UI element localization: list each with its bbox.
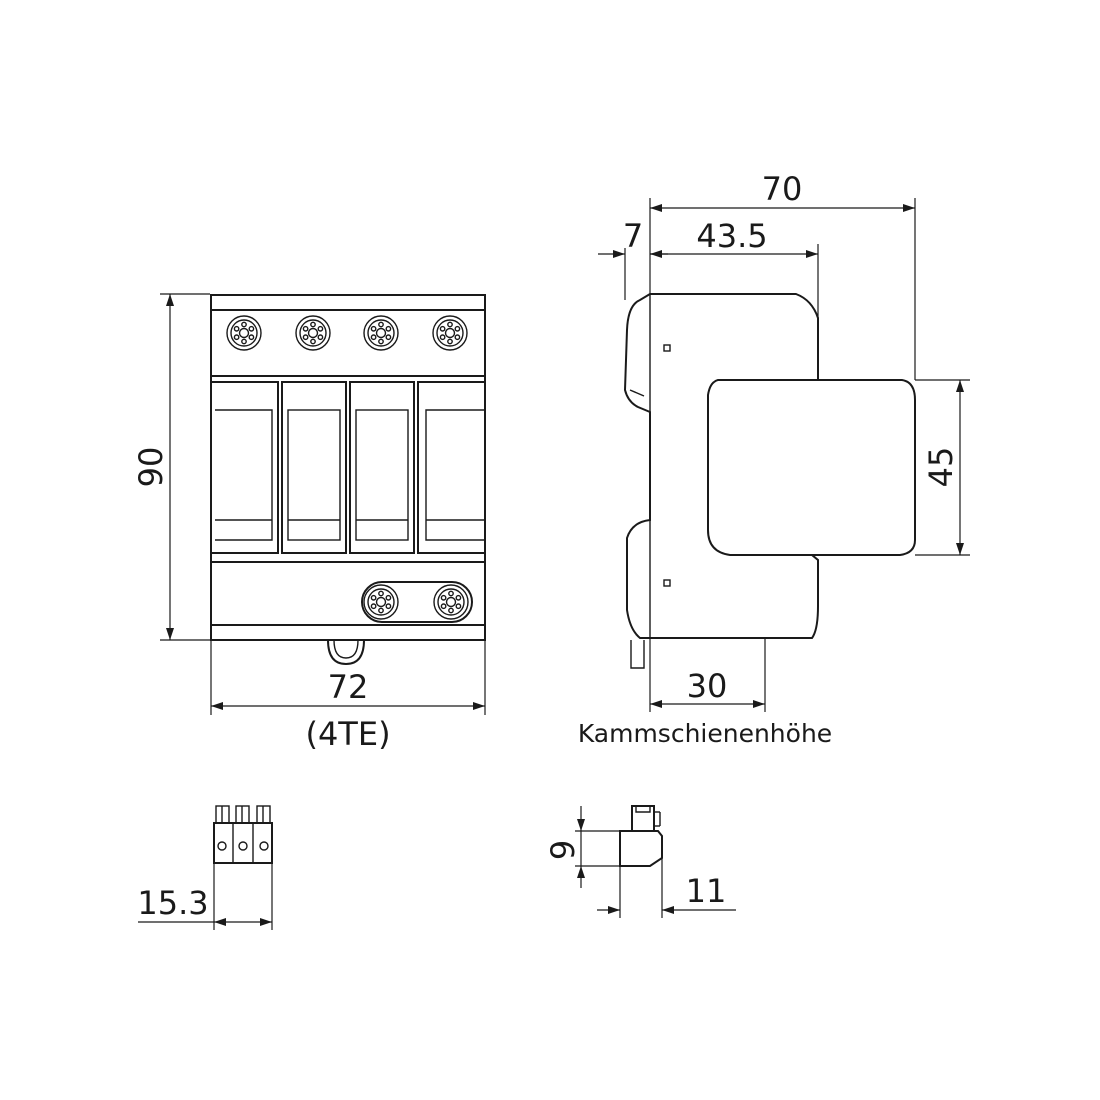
dim-depth-total-label: 70 bbox=[762, 170, 803, 208]
terminal-screw-icon bbox=[363, 584, 399, 620]
connector-side-view: 9 11 bbox=[544, 805, 736, 918]
indicator-mark bbox=[663, 579, 671, 587]
terminal-screw-icon bbox=[295, 315, 331, 351]
connector-front-view: 15.3 bbox=[137, 805, 273, 930]
front-module-side bbox=[707, 379, 916, 556]
side-view: 70 7 43.5 45 30 Kammschienenhöhe bbox=[578, 170, 970, 748]
busbar-height-caption: Kammschienenhöhe bbox=[578, 719, 832, 748]
dim-height-label: 90 bbox=[132, 447, 170, 488]
terminal-screw-icon bbox=[363, 315, 399, 351]
bottom-terminal bbox=[361, 581, 473, 623]
connector-body bbox=[213, 822, 273, 864]
dim-connector-height-label: 9 bbox=[544, 840, 582, 860]
terminal-screw-icon bbox=[226, 315, 262, 351]
terminal-screw-icon bbox=[432, 315, 468, 351]
indicator-mark bbox=[663, 344, 671, 352]
din-clip bbox=[327, 639, 365, 666]
front-view: 90 72 (4TE) bbox=[132, 293, 486, 753]
dim-rail-offset-label: 7 bbox=[623, 217, 643, 255]
dim-connector-width-label: 15.3 bbox=[137, 884, 208, 922]
protection-modules bbox=[211, 381, 485, 554]
dim-width-label: 72 bbox=[328, 668, 369, 706]
dim-front-height-label: 45 bbox=[922, 447, 960, 488]
terminal-screw-icon bbox=[433, 584, 469, 620]
dim-modules-label: (4TE) bbox=[305, 715, 390, 753]
dim-depth-front-label: 43.5 bbox=[696, 217, 767, 255]
dim-busbar-height-value: 30 bbox=[687, 667, 728, 705]
device-body-outline bbox=[210, 294, 486, 641]
dim-connector-depth-label: 11 bbox=[686, 872, 727, 910]
connector-side-body bbox=[619, 830, 663, 867]
